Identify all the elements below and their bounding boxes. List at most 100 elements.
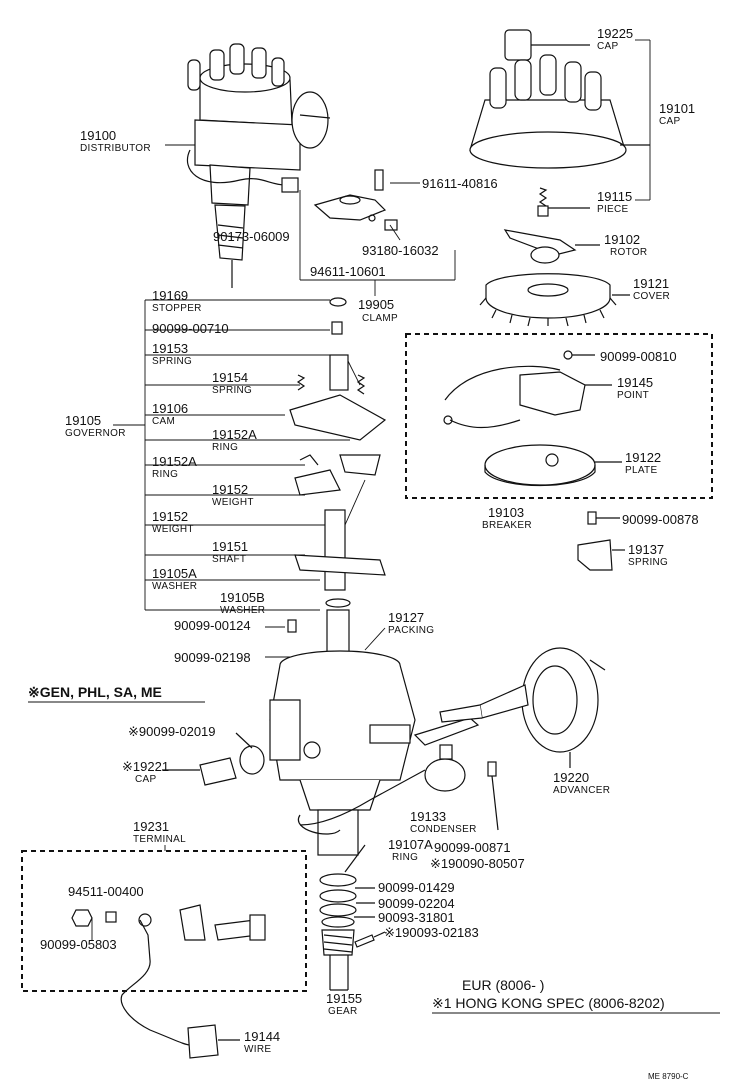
cap-19221-illustration [162, 732, 265, 786]
condenser-illustration [299, 744, 499, 831]
label-19122-number: 19122 [625, 450, 662, 465]
label-19152A-1-number: 19152A [212, 427, 257, 442]
governor-bracket [113, 299, 386, 658]
label-19105B-name: WASHER [220, 605, 266, 616]
advancer-illustration [439, 647, 606, 768]
label-19145-number: 19145 [617, 375, 654, 390]
label-19133-number: 19133 [410, 809, 447, 824]
label-19220-number: 19220 [553, 770, 590, 785]
hong-kong-spec-note: ※1 HONG KONG SPEC (8006-8202) [432, 995, 665, 1011]
cap-illustration [469, 29, 650, 217]
label-94611-number: 94611-10601 [310, 264, 386, 279]
label-19105B-number: 19105B [220, 590, 265, 605]
lower-stack-illustration [319, 844, 386, 991]
label-19122-name: PLATE [625, 465, 658, 476]
terminal-dashed-box [21, 850, 307, 992]
label-19100-name: DISTRIBUTOR [80, 143, 151, 154]
label-19152-1-name: WEIGHT [212, 497, 254, 508]
distributor-illustration [186, 43, 331, 288]
label-94511-number: 94511-00400 [68, 884, 144, 899]
label-90173-number: 90173-06009 [213, 229, 290, 244]
label-190090-80507-number: ※190090-80507 [430, 856, 525, 871]
label-19145-name: POINT [617, 390, 650, 401]
label-19106-name: CAM [152, 416, 176, 427]
label-90093-31801-number: 90093-31801 [378, 910, 455, 925]
label-19105A-name: WASHER [152, 581, 198, 592]
plate-illustration [484, 444, 622, 487]
label-19107A-name: RING [392, 852, 419, 863]
label-90099-00878-number: 90099-00878 [622, 512, 699, 527]
label-19100-number: 19100 [80, 128, 117, 143]
label-19152A-2-number: 19152A [152, 454, 197, 469]
label-19107A-number: 19107A [388, 837, 433, 852]
label-19102-number: 19102 [604, 232, 641, 247]
label-19152-2-name: WEIGHT [152, 524, 194, 535]
label-93180-number: 93180-16032 [362, 243, 439, 258]
point-illustration [443, 350, 612, 429]
cap-bracket [635, 39, 651, 201]
label-90099-00810-number: 90099-00810 [600, 349, 677, 364]
label-19221-number: ※19221 [122, 759, 170, 774]
label-19127-name: PACKING [388, 625, 435, 636]
label-90099-02019-number: ※90099-02019 [128, 724, 216, 739]
label-19101-name: CAP [659, 116, 681, 127]
label-19137-name: SPRING [628, 557, 669, 568]
label-19105-number: 19105 [65, 413, 102, 428]
label-190093-02183-number: ※190093-02183 [384, 925, 479, 940]
breaker-dashed-box [405, 333, 713, 499]
label-19905-number: 19905 [358, 297, 395, 312]
governor-illustration [287, 297, 387, 656]
label-19105-name: GOVERNOR [65, 428, 126, 439]
label-19151-number: 19151 [212, 539, 249, 554]
label-19101-number: 19101 [659, 101, 696, 116]
label-19115-name: PIECE [597, 204, 629, 215]
label-19225-name: CAP [597, 41, 619, 52]
label-90099-00871-number: 90099-00871 [434, 840, 511, 855]
terminal-illustration [71, 904, 266, 1059]
label-19152-1-number: 19152 [212, 482, 249, 497]
gen-note: ※GEN, PHL, SA, ME [28, 684, 162, 700]
breaker-screw-spring [577, 511, 625, 571]
label-19225-number: 19225 [597, 26, 634, 41]
label-90099-02204-number: 90099-02204 [378, 896, 455, 911]
label-19105A-number: 19105A [152, 566, 197, 581]
label-19121-number: 19121 [633, 276, 670, 291]
label-19121-name: COVER [633, 291, 671, 302]
label-19153-number: 19153 [152, 341, 189, 356]
label-19231-number: 19231 [133, 819, 170, 834]
label-19155-name: GEAR [328, 1006, 358, 1017]
leader-lines-top-left [165, 144, 456, 296]
label-19154-number: 19154 [212, 370, 249, 385]
clamp-illustration [313, 169, 398, 231]
label-19231-name: TERMINAL [133, 834, 186, 845]
label-90099-05803-number: 90099-05803 [40, 937, 117, 952]
label-90099-02198-number: 90099-02198 [174, 650, 251, 665]
label-19153-name: SPRING [152, 356, 193, 367]
label-19144-number: 19144 [244, 1029, 281, 1044]
label-19106-number: 19106 [152, 401, 189, 416]
rotor-illustration [503, 229, 600, 264]
drawing-code: ME 8790-C [648, 1072, 689, 1081]
label-19169-name: STOPPER [152, 303, 202, 314]
label-19103-name: BREAKER [482, 520, 532, 531]
label-91611-number: 91611-40816 [422, 176, 498, 191]
label-19133-name: CONDENSER [410, 824, 477, 835]
label-90099-00710-number: 90099-00710 [152, 321, 229, 336]
label-19137-number: 19137 [628, 542, 665, 557]
label-19152A-1-name: RING [212, 442, 239, 453]
label-90099-00124-number: 90099-00124 [174, 618, 251, 633]
eur-note: EUR (8006- ) [462, 977, 545, 993]
label-19169-number: 19169 [152, 288, 189, 303]
label-19103-number: 19103 [488, 505, 525, 520]
housing-illustration [269, 650, 480, 856]
label-19154-name: SPRING [212, 385, 253, 396]
label-19220-name: ADVANCER [553, 785, 611, 796]
label-19152-2-number: 19152 [152, 509, 189, 524]
label-19221-name: CAP [135, 774, 157, 785]
label-90099-01429-number: 90099-01429 [378, 880, 455, 895]
cover-illustration [479, 273, 630, 327]
label-19152A-2-name: RING [152, 469, 179, 480]
label-19144-name: WIRE [244, 1044, 272, 1055]
